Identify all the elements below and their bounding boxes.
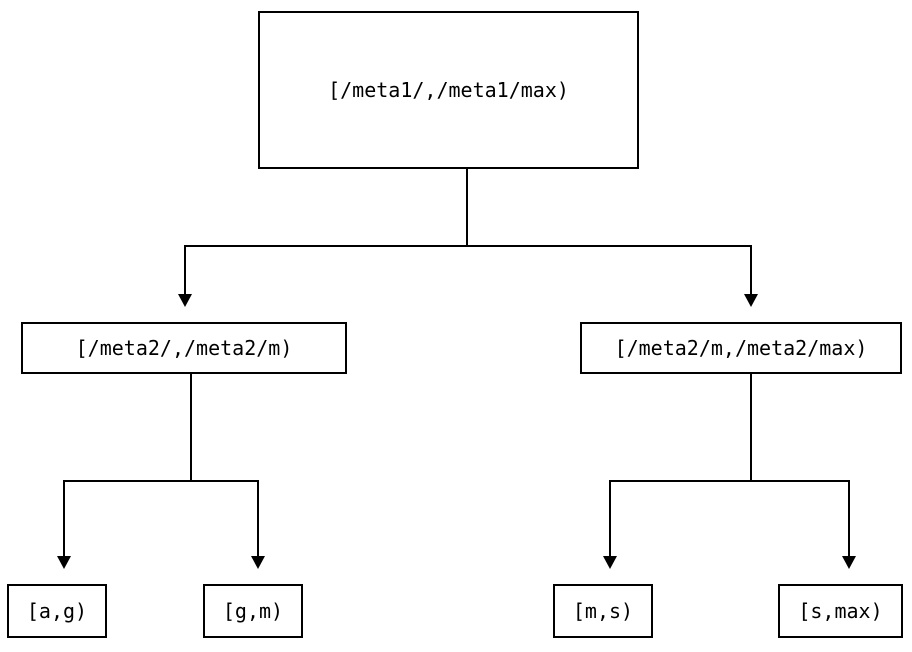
edge-mid-right-to-leaf3-drop xyxy=(609,480,611,556)
edge-mid-right-stem xyxy=(750,374,752,482)
edge-root-stem xyxy=(466,169,468,247)
edge-root-to-mid-left-drop xyxy=(184,245,186,294)
arrow-mid-right-to-leaf4 xyxy=(842,556,856,569)
edge-mid-left-to-leaf2-drop xyxy=(257,480,259,556)
node-mid-right[interactable]: [/meta2/m,/meta2/max) xyxy=(580,322,902,374)
node-leaf-s-max-label: [s,max) xyxy=(798,599,883,623)
arrow-mid-right-to-leaf3 xyxy=(603,556,617,569)
arrow-mid-left-to-leaf1 xyxy=(57,556,71,569)
arrow-mid-left-to-leaf2 xyxy=(251,556,265,569)
edge-mid-left-to-leaf1-drop xyxy=(63,480,65,556)
node-leaf-m-s[interactable]: [m,s) xyxy=(553,584,653,638)
node-root-label: [/meta1/,/meta1/max) xyxy=(328,78,569,102)
edge-mid-left-bus xyxy=(63,480,259,482)
edge-mid-right-bus xyxy=(609,480,850,482)
arrow-root-to-mid-right xyxy=(744,294,758,307)
node-root[interactable]: [/meta1/,/meta1/max) xyxy=(258,11,639,169)
edge-root-to-mid-right-drop xyxy=(750,245,752,294)
node-mid-left-label: [/meta2/,/meta2/m) xyxy=(75,336,293,360)
node-leaf-m-s-label: [m,s) xyxy=(572,599,634,623)
node-leaf-a-g-label: [a,g) xyxy=(26,599,88,623)
node-mid-left[interactable]: [/meta2/,/meta2/m) xyxy=(21,322,347,374)
node-leaf-a-g[interactable]: [a,g) xyxy=(7,584,107,638)
edge-mid-left-stem xyxy=(190,374,192,482)
node-leaf-s-max[interactable]: [s,max) xyxy=(778,584,903,638)
edge-mid-right-to-leaf4-drop xyxy=(848,480,850,556)
edge-root-bus xyxy=(184,245,752,247)
node-mid-right-label: [/meta2/m,/meta2/max) xyxy=(614,336,868,360)
node-leaf-g-m[interactable]: [g,m) xyxy=(203,584,303,638)
arrow-root-to-mid-left xyxy=(178,294,192,307)
node-leaf-g-m-label: [g,m) xyxy=(222,599,284,623)
